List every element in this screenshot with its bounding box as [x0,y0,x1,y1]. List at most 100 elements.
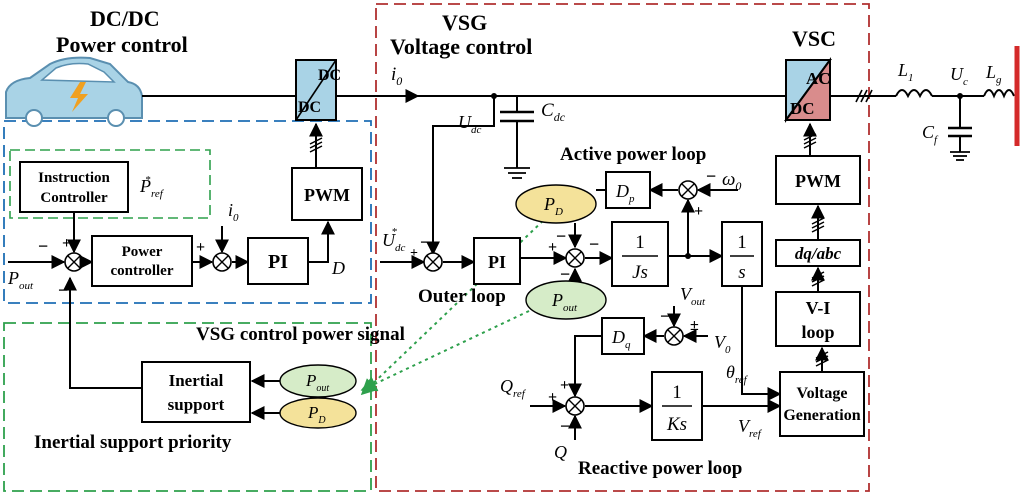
pout-ellipse-vsg [525,280,607,320]
pwm-dcdc-bus-mark [309,137,323,153]
inertial-feedback-wire [63,276,142,389]
sign-minus-6: − [589,234,599,254]
inertial-priority-label: Inertial support priority [34,432,232,453]
dc-label-top: DC [318,67,341,84]
pout-ellipse-inertial-label: Pout [305,371,329,394]
sum-x-dcdc [67,255,81,269]
vsg-title: VSG [442,10,487,35]
inertia-den: Js [632,262,648,283]
v0-label: V0 [714,332,731,356]
dc-label-bottom: DC [298,99,321,116]
dcdc-converter: DC DC [295,59,341,121]
pi-to-pwm-wire [308,220,335,263]
qref-label: Qref [500,376,527,400]
sum-x-swing [568,251,582,265]
udc-label: Udc [458,112,482,136]
ac-label: AC [806,69,831,88]
sum-x-q [568,399,582,413]
sign-plus-4: + [548,239,557,256]
inertial-label-1: Inertial [169,371,224,390]
pwm-label-dcdc: PWM [304,185,350,205]
theta-wire [741,286,782,401]
sign-minus-7: − [706,166,716,186]
udc-ref-label: Udc* [382,226,406,254]
vsg-region-border [375,3,870,492]
electric-car-icon [5,56,143,127]
pwm-block-dcdc [291,167,363,221]
sign-plus-2: + [196,239,205,256]
vsc-title: VSC [792,26,836,51]
cf-label: Cf [922,122,939,146]
vsc-dc-label: DC [790,99,815,118]
sign-minus-5: − [560,264,570,284]
three-phase-mark [855,89,873,103]
i0-label: i0 [391,64,402,88]
pref-label: Pref* [139,174,165,200]
inductor-l1 [895,89,933,99]
vi-label-1: V-I [806,298,831,318]
sum-x-i0 [215,255,229,269]
inertia-block [611,221,669,287]
inductor-lg [983,89,1015,99]
sign-plus-1: + [62,235,71,252]
integrator-num: 1 [737,232,747,253]
uc-label: Uc [950,64,968,88]
dq-abc-block [775,239,861,267]
ks-num: 1 [672,382,682,403]
cdc-ground-icon [504,167,530,179]
pout-label-left: Pout [7,268,34,292]
inertial-label-2: support [168,395,225,414]
ks-den: Ks [666,414,687,435]
pd-ellipse-vsg-label: PD [543,194,563,218]
pout-ellipse-vsg-label: Pout [551,290,578,314]
reactive-loop-label: Reactive power loop [578,458,742,479]
vout-label: Vout [680,284,706,308]
bus-marks-vsc [803,133,829,367]
inertial-support-block [141,361,251,423]
pd-ellipse-vsg [515,184,597,224]
instruction-label-1: Instruction [38,170,110,186]
dcdc-title: DC/DC [90,6,160,31]
pi-block-dcdc [247,237,309,285]
dcdc-subtitle: Power control [56,32,188,57]
sign-plus-6: + [560,377,569,394]
power-ctrl-label-2: controller [110,263,173,279]
sign-minus-9: − [560,416,570,436]
lg-label: Lg [985,62,1002,86]
pwm-block-vsc [775,155,861,205]
l1-label: L1 [897,60,914,84]
vref-label: Vref [738,416,763,440]
sum-x-omega [681,183,695,197]
duty-d-label: D [331,258,345,278]
pi-block-vsg [473,237,521,285]
instruction-label-2: Controller [40,190,108,206]
dq-abc-label: dq/abc [795,244,842,263]
voltage-generation-block [779,371,865,437]
pi-label-vsg: PI [488,252,506,272]
outer-loop-label: Outer loop [418,286,506,307]
dq-label: Dq [611,327,631,351]
sign-plus-7: + [548,389,557,406]
volt-gen-label-2: Generation [783,407,860,424]
inertia-num: 1 [635,232,645,253]
integrator-block [721,221,763,287]
dp-block [605,171,651,209]
omega0-label: ω0 [722,169,741,193]
sign-minus-2: − [58,280,68,300]
pwm-label-vsc: PWM [795,171,841,191]
sign-plus-5: + [694,203,703,220]
volt-gen-label-1: Voltage [797,385,848,402]
sign-minus-4: − [556,226,566,246]
pi-label-dcdc: PI [268,251,288,273]
sign-pm: ± [690,317,699,334]
vsg-signal-label: VSG control power signal [196,324,405,345]
instruction-region-border [9,149,211,219]
cdc-label: Cdc [541,100,566,124]
pout-signal-arrow [360,301,549,392]
dcdc-region-border [3,120,372,304]
inertial-region-border [3,322,372,492]
vi-label-2: loop [801,322,834,342]
active-loop-label: Active power loop [560,144,706,165]
sum-x-udc [426,255,440,269]
